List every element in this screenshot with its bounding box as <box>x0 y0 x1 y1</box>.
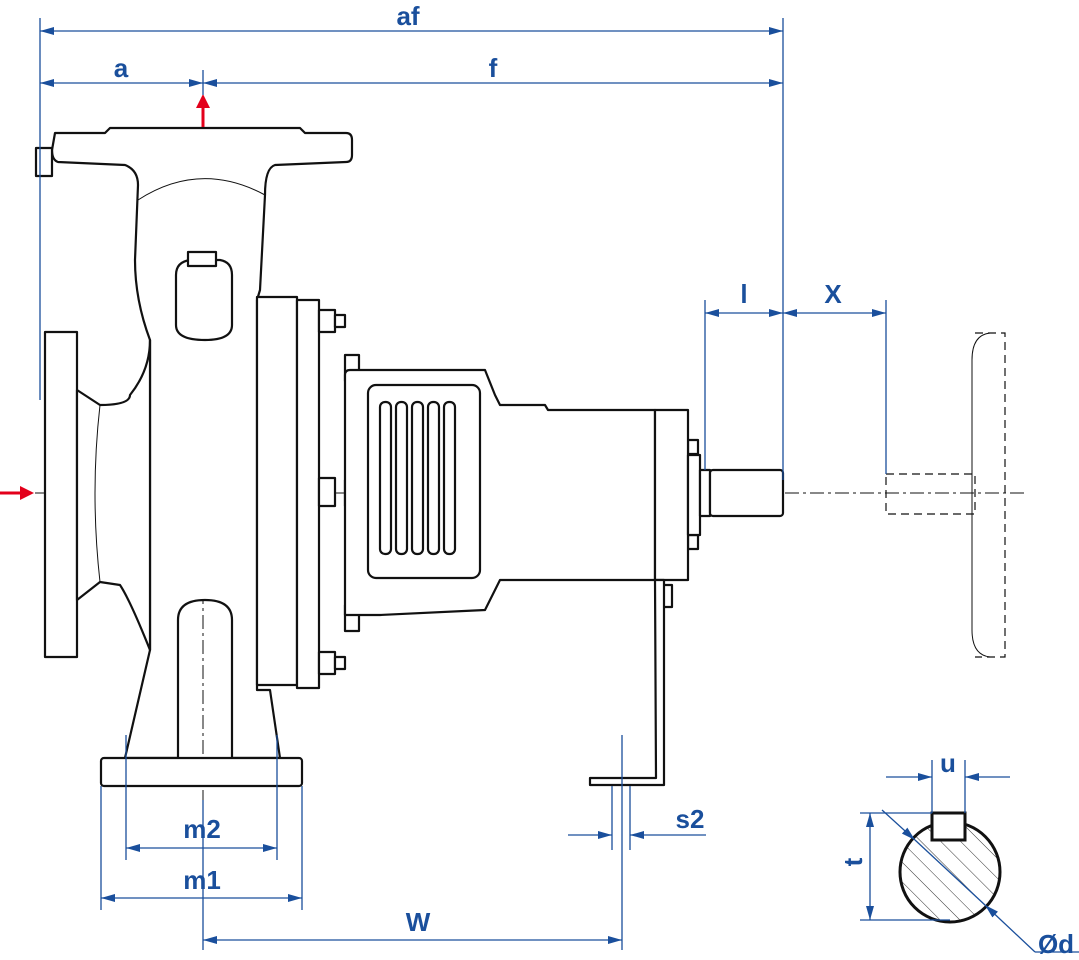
pump-casing <box>34 126 785 788</box>
flow-arrows <box>0 94 210 500</box>
dim-label-u: u <box>940 748 956 778</box>
dimension-lines <box>39 18 1079 953</box>
dim-label-l: l <box>740 279 748 309</box>
dim-label-m2: m2 <box>183 814 221 844</box>
dim-label-t: t <box>838 857 868 867</box>
motor-outline <box>975 332 1006 658</box>
cooling-slots <box>378 400 457 556</box>
outlet-arrow-icon <box>196 94 210 108</box>
dim-label-m1: m1 <box>183 865 221 895</box>
dim-label-a: a <box>113 53 129 83</box>
inlet-arrow-icon <box>20 486 34 500</box>
dim-label-x: X <box>824 279 842 309</box>
dim-label-s2: s2 <box>675 804 705 834</box>
dim-label-af: af <box>396 1 420 31</box>
dim-label-f: f <box>488 53 498 83</box>
dim-label-w: W <box>405 907 431 937</box>
dim-label-d: Ød <box>1037 929 1075 959</box>
coupling-outline <box>885 473 976 515</box>
